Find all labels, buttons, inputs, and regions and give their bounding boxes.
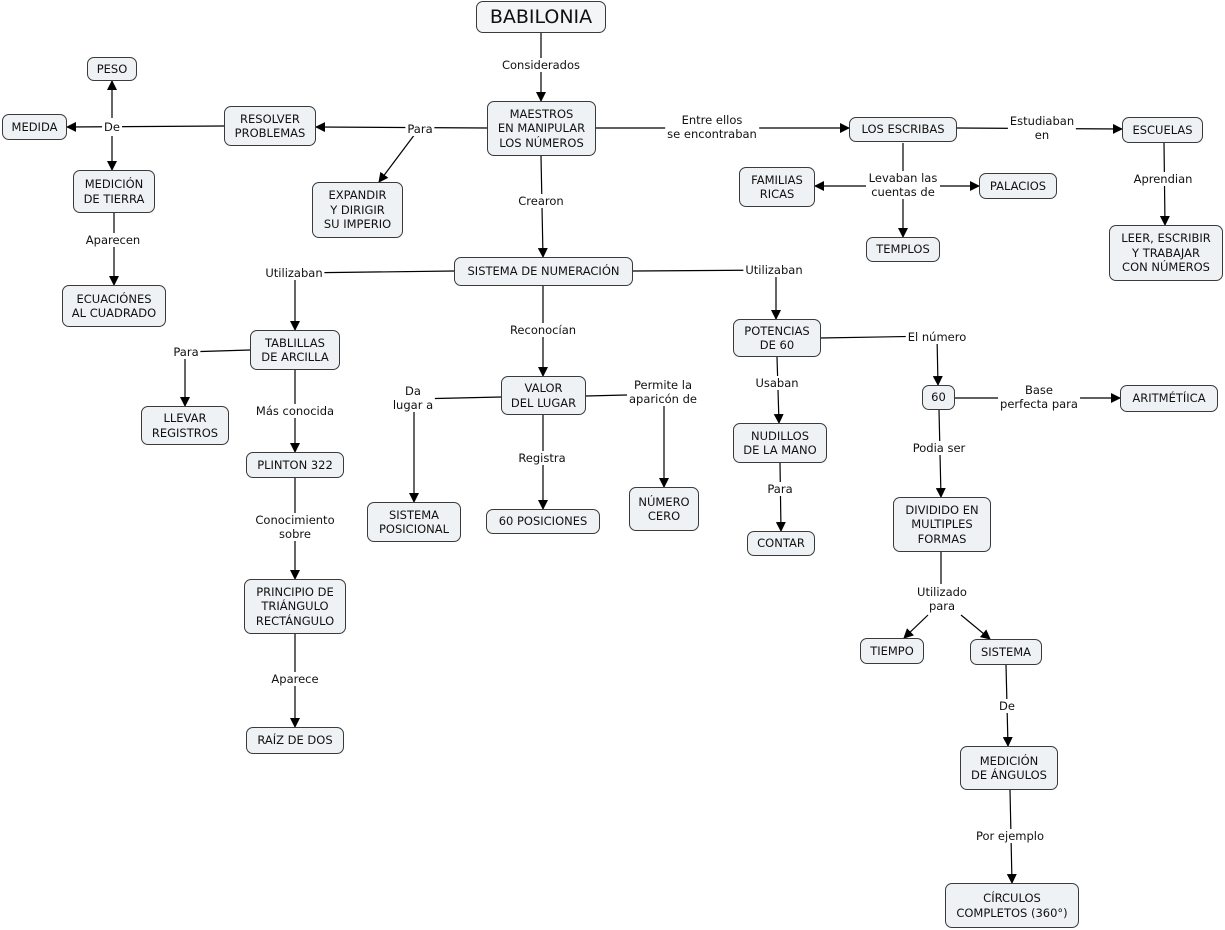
edge-para-expandir — [378, 129, 419, 183]
link-label-levaban: Levaban las cuentas de — [866, 171, 940, 199]
link-label-permite: Permite la aparicón de — [627, 378, 699, 406]
node-principio[interactable]: PRINCIPIO DE TRIÁNGULO RECTÁNGULO — [244, 579, 346, 634]
link-label-crearon: Crearon — [516, 194, 566, 208]
node-resolver[interactable]: RESOLVER PROBLEMAS — [224, 106, 316, 146]
node-medicion-angulos[interactable]: MEDICIÓN DE ÁNGULOS — [960, 746, 1058, 790]
link-label-usaban: Usaban — [753, 376, 801, 390]
node-circulos[interactable]: CÍRCULOS COMPLETOS (360°) — [945, 883, 1079, 928]
node-escribas[interactable]: LOS ESCRIBAS — [849, 117, 957, 142]
link-label-por-ejemplo: Por ejemplo — [973, 829, 1047, 843]
link-label-entre-ellos: Entre ellos se encontraban — [665, 113, 759, 141]
node-babilonia[interactable]: BABILONIA — [476, 1, 606, 33]
link-label-base: Base perfecta para — [998, 383, 1080, 411]
link-label-podia-ser: Podia ser — [910, 441, 968, 455]
link-label-considerados: Considerados — [499, 58, 583, 72]
link-label-aprendian: Aprendian — [1131, 172, 1195, 186]
link-label-el-numero: El número — [905, 330, 969, 344]
link-label-para-resolver: Para — [405, 122, 435, 136]
node-palacios[interactable]: PALACIOS — [979, 173, 1057, 199]
node-aritmetica[interactable]: ARITMÉTÍICA — [1120, 385, 1218, 412]
node-tablillas[interactable]: TABLILLAS DE ARCILLA — [250, 330, 340, 370]
node-medicion-tierra[interactable]: MEDICIÓN DE TIERRA — [73, 170, 155, 213]
node-numero-cero[interactable]: NÚMERO CERO — [629, 487, 699, 531]
link-label-reconocian: Reconocían — [507, 323, 579, 337]
node-sistema[interactable]: SISTEMA — [970, 639, 1042, 665]
node-maestros[interactable]: MAESTROS EN MANIPULAR LOS NÚMEROS — [487, 101, 596, 156]
link-label-utilizaban-right: Utilizaban — [743, 263, 805, 277]
link-label-mas-conocida: Más conocida — [253, 404, 337, 418]
node-llevar[interactable]: LLEVAR REGISTROS — [141, 406, 229, 445]
node-expandir[interactable]: EXPANDIR Y DIRIGIR SU IMPERIO — [312, 182, 403, 238]
edge-sistema-potencias — [631, 269, 781, 320]
link-label-para-llevar: Para — [171, 345, 201, 359]
edge-valor-sistpos — [409, 396, 502, 503]
node-valor[interactable]: VALOR DEL LUGAR — [501, 376, 586, 415]
node-peso[interactable]: PESO — [87, 57, 137, 81]
edge-nudillos-contar — [775, 462, 786, 532]
node-tiempo[interactable]: TIEMPO — [860, 638, 924, 664]
node-escuelas[interactable]: ESCUELAS — [1122, 117, 1203, 143]
link-label-aparecen: Aparecen — [83, 233, 143, 247]
link-label-utilizado: Utilizado para — [915, 585, 969, 613]
node-plinton[interactable]: PLINTON 322 — [246, 452, 344, 478]
edge-maestros-resolver — [315, 122, 488, 133]
link-label-conocimiento: Conocimiento sobre — [253, 513, 337, 541]
edge-utilizado-sistema — [960, 614, 991, 640]
link-label-de-sistema: De — [997, 699, 1017, 713]
link-label-aparece: Aparece — [269, 672, 321, 686]
link-label-utilizaban-left: Utilizaban — [263, 266, 325, 280]
node-60-posiciones[interactable]: 60 POSICIONES — [486, 509, 600, 534]
node-sistema-numeracion[interactable]: SISTEMA DE NUMERACIÓN — [454, 257, 633, 286]
edge-potencias-nudillos — [773, 356, 784, 424]
node-ecuaciones[interactable]: ECUACIÓNES AL CUADRADO — [62, 285, 166, 327]
node-medida[interactable]: MEDIDA — [2, 114, 67, 140]
node-leer[interactable]: LEER, ESCRIBIR Y TRABAJAR CON NÚMEROS — [1109, 225, 1223, 281]
link-label-de-medida: De — [102, 120, 122, 134]
node-nudillos[interactable]: NUDILLOS DE LA MANO — [733, 423, 827, 463]
node-dividido[interactable]: DIVIDIDO EN MULTIPLES FORMAS — [893, 497, 991, 552]
node-60[interactable]: 60 — [922, 385, 955, 410]
link-label-da-lugar: Da lugar a — [390, 384, 436, 412]
edge-resolver-medida — [66, 121, 225, 132]
node-familias[interactable]: FAMILIAS RICAS — [739, 167, 815, 207]
node-sistema-posicional[interactable]: SISTEMA POSICIONAL — [367, 502, 461, 542]
node-templos[interactable]: TEMPLOS — [866, 237, 940, 262]
link-label-registra: Registra — [516, 451, 568, 465]
node-potencias[interactable]: POTENCIAS DE 60 — [733, 319, 821, 357]
edge-utilizado-tiempo — [903, 614, 929, 639]
link-label-para-contar: Para — [765, 482, 795, 496]
link-label-estudiaban: Estudiaban en — [1007, 114, 1077, 142]
node-contar[interactable]: CONTAR — [747, 531, 815, 556]
node-raiz[interactable]: RAÍZ DE DOS — [246, 727, 344, 754]
edge-valor-cero — [585, 393, 669, 488]
